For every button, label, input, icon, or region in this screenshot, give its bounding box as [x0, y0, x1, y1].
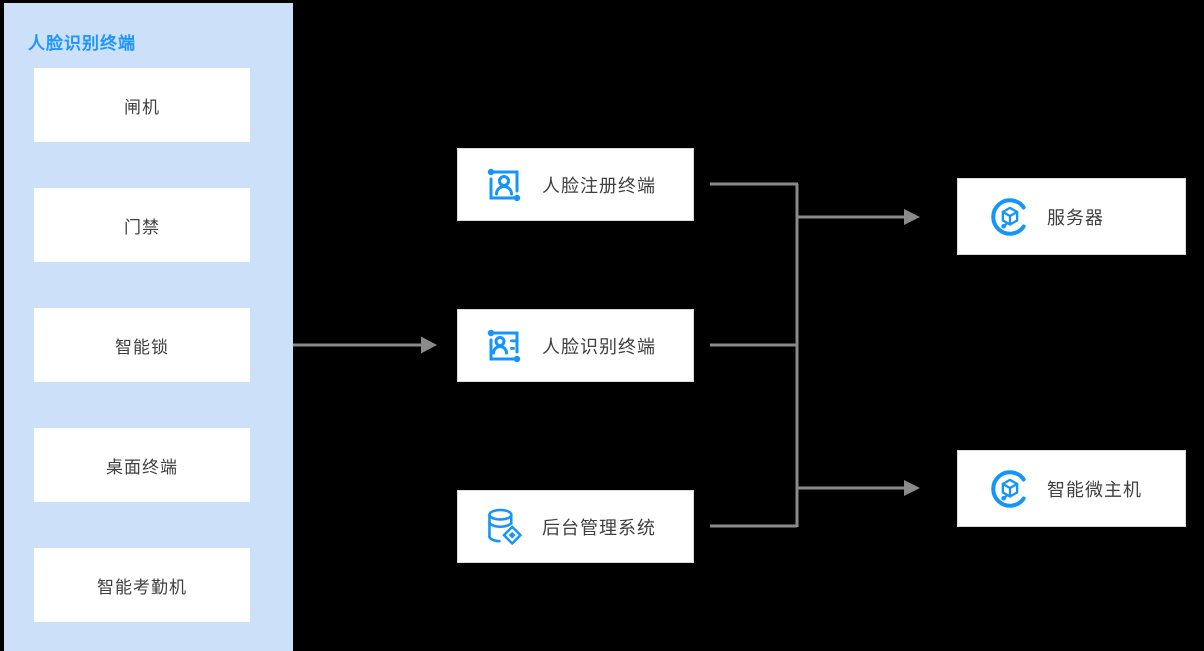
database-admin-icon — [484, 507, 524, 547]
panel-item-desktop-terminal: 桌面终端 — [34, 428, 250, 502]
face-register-icon — [484, 165, 524, 205]
node-face-register-terminal: 人脸注册终端 — [457, 148, 694, 221]
arrowhead-icon — [421, 336, 437, 354]
node-label: 服务器 — [1047, 207, 1104, 228]
face-terminal-panel: 人脸识别终端 闸机 门禁 智能锁 桌面终端 智能考勤机 — [4, 3, 293, 651]
face-recognition-icon — [484, 326, 524, 366]
panel-item-access-control: 门禁 — [34, 188, 250, 262]
node-label: 人脸识别终端 — [542, 336, 656, 357]
panel-title: 人脸识别终端 — [28, 34, 136, 53]
panel-item-gate: 闸机 — [34, 68, 250, 142]
node-label: 智能微主机 — [1047, 479, 1142, 500]
panel-item-attendance-machine: 智能考勤机 — [34, 548, 250, 622]
node-label: 人脸注册终端 — [542, 175, 656, 196]
arrowhead-icon — [904, 209, 920, 225]
node-face-recognition-terminal: 人脸识别终端 — [457, 309, 694, 382]
micro-host-icon — [989, 468, 1031, 510]
cloud-server-icon — [989, 196, 1031, 238]
node-label: 后台管理系统 — [542, 517, 656, 538]
node-micro-host: 智能微主机 — [957, 450, 1186, 527]
panel-item-smart-lock: 智能锁 — [34, 308, 250, 382]
node-server: 服务器 — [957, 178, 1186, 255]
node-backend-management: 后台管理系统 — [457, 490, 694, 563]
arrowhead-icon — [904, 480, 920, 496]
